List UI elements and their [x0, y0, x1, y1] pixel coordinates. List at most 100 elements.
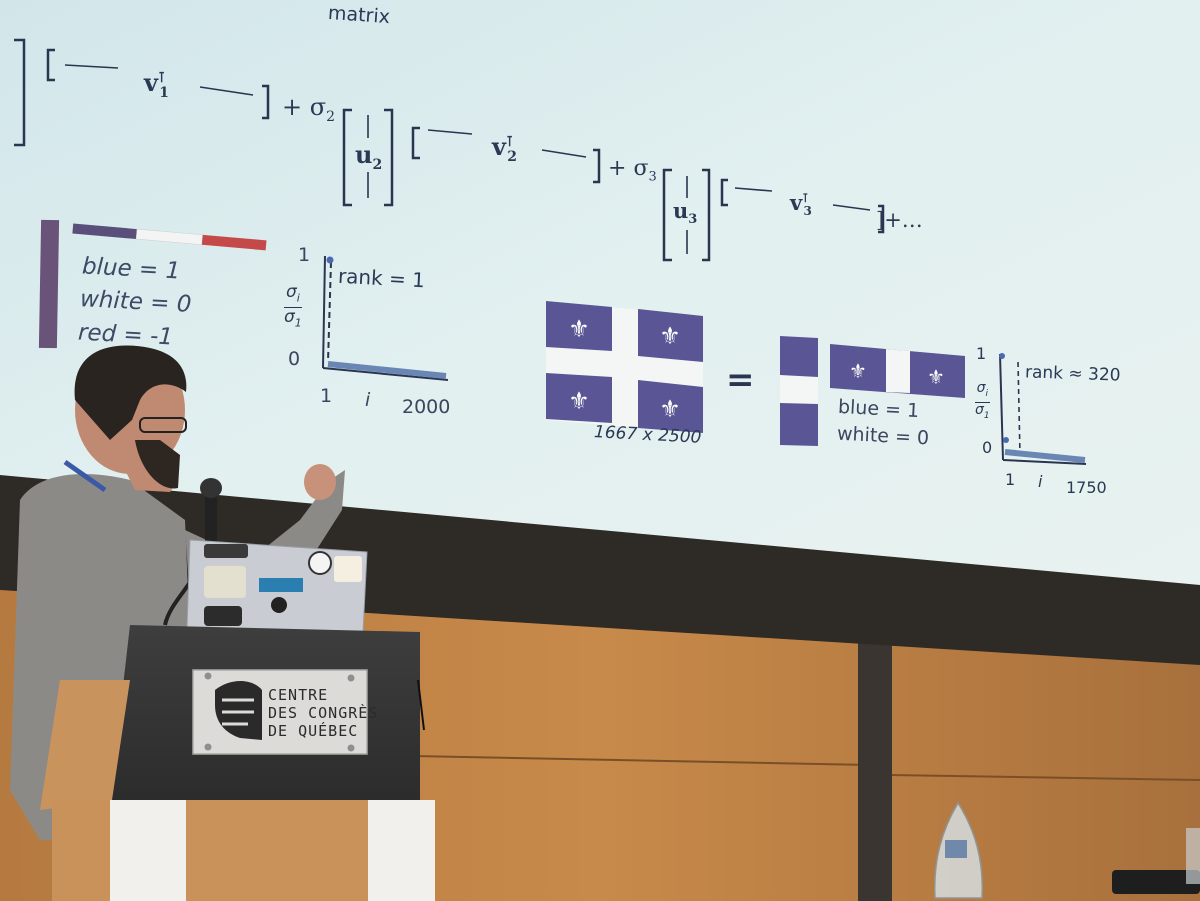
- laptop: [186, 539, 368, 633]
- laptop-sticker: [334, 556, 362, 582]
- left-label-blue: blue = 1: [81, 253, 181, 285]
- apple-logo-icon: [271, 597, 287, 613]
- vector-v2: v⊺2: [492, 132, 517, 165]
- vector-v3: v⊺3: [790, 190, 812, 218]
- left-label-red: red = -1: [77, 319, 174, 351]
- slide-partial-heading: matrix: [327, 1, 391, 29]
- v3-transpose: ⊺: [802, 191, 809, 205]
- plaque-line-1: CENTRE: [268, 686, 329, 704]
- venue-logo-icon: [215, 681, 262, 740]
- equation-ellipsis: ]+…: [876, 208, 923, 232]
- left-ylabel-numerator: σi: [284, 282, 302, 309]
- right-plot-rank-label: rank ≈ 320: [1024, 362, 1121, 386]
- plaque-line-3: DE QUÉBEC: [268, 722, 359, 740]
- screen-frame-bottom: [0, 470, 1200, 665]
- right-plot-point: [1003, 437, 1009, 443]
- lanyard: [63, 459, 107, 493]
- venue-plaque-text: CENTRE DES CONGRÈS DE QUÉBEC: [268, 686, 378, 740]
- flag-row: [830, 344, 965, 398]
- right-plot-point: [999, 353, 1005, 359]
- quebec-flag: [546, 301, 703, 433]
- dark-object: [1112, 870, 1200, 894]
- left-plot-rank-label: rank = 1: [337, 263, 426, 293]
- right-ylabel-num-symbol: σ: [976, 380, 986, 396]
- equation-brackets: [14, 38, 885, 262]
- fleur-de-lis-icon: ⚜: [659, 322, 681, 350]
- sigma3-symbol: σ: [633, 156, 649, 181]
- v1-index: 1: [159, 84, 169, 101]
- laptop-sticker: [204, 544, 248, 558]
- sigma2-symbol: σ: [309, 93, 327, 121]
- row-fleur-icons: ⚜ ⚜: [849, 359, 945, 389]
- color-column: [38, 219, 60, 349]
- right-ylabel-num-index: i: [985, 388, 988, 399]
- right-plot-ytop: 1: [976, 344, 987, 363]
- right-ylabel-denominator: σ1: [975, 401, 990, 424]
- plus-sigma2: + σ2: [282, 93, 336, 125]
- glasses-icon: [139, 417, 187, 433]
- laptop-sticker: [259, 578, 303, 592]
- equals-sign: =: [726, 360, 755, 400]
- left-ylabel-num-index: i: [296, 291, 300, 305]
- sigma2-index: 2: [326, 108, 336, 125]
- u3-symbol: u: [673, 198, 689, 223]
- speaker-hair: [74, 345, 187, 440]
- v3-index: 3: [803, 204, 812, 219]
- u2-index: 2: [372, 156, 383, 173]
- left-ylabel-den-symbol: σ: [284, 307, 295, 328]
- vector-u3: u3: [673, 198, 697, 227]
- v2-symbol: v: [492, 132, 506, 161]
- projection-screen: [0, 0, 1200, 585]
- fleur-de-lis-icon: ⚜: [568, 387, 590, 415]
- v2-transpose: ⊺: [505, 134, 514, 150]
- u2-symbol: u: [355, 140, 373, 169]
- right-plot-line: [1004, 449, 1086, 463]
- right-plot-xstart: 1: [1005, 470, 1016, 489]
- fleur-de-lis-icon: ⚜: [568, 315, 590, 343]
- podium-panel: [110, 800, 186, 901]
- right-ylabel-numerator: σi: [975, 381, 990, 403]
- right-plot-xmid: i: [1038, 472, 1043, 491]
- wall-seam: [359, 754, 871, 766]
- speaker-hand: [304, 464, 336, 500]
- fleur-de-lis-icon: ⚜: [849, 359, 867, 383]
- left-plot-axes: [322, 255, 449, 381]
- plus-sigma3: + σ3: [608, 156, 657, 185]
- right-ylabel-den-index: 1: [983, 410, 990, 421]
- left-ylabel-num-symbol: σ: [285, 282, 297, 302]
- laptop-sticker: [204, 606, 242, 626]
- right-plot-axes: [999, 353, 1087, 465]
- left-ylabel-den-index: 1: [294, 316, 302, 330]
- fleur-de-lis-icons: ⚜ ⚜ ⚜ ⚜: [568, 315, 681, 423]
- right-label-blue: blue = 1: [837, 395, 920, 423]
- podium-panel: [368, 800, 435, 901]
- speaker-beard: [135, 440, 180, 489]
- laptop-sticker: [204, 566, 246, 598]
- vector-u2: u2: [355, 140, 382, 173]
- glass-object: [1186, 828, 1200, 884]
- wall-pillar: [858, 610, 892, 901]
- trophy-label: [945, 840, 967, 858]
- u3-index: 3: [688, 212, 698, 228]
- wall-seam: [889, 774, 1200, 781]
- left-plot-xstart: 1: [320, 385, 333, 407]
- left-plot-xend: 2000: [402, 396, 451, 418]
- fleur-de-lis-icon: ⚜: [927, 365, 945, 389]
- left-plot-line: [327, 361, 447, 379]
- left-plot-ybottom: 0: [288, 348, 301, 370]
- v1-transpose: ⊺: [157, 70, 166, 86]
- left-ylabel-denominator: σ1: [284, 308, 302, 332]
- color-row: [72, 223, 267, 251]
- v2-index: 2: [507, 148, 517, 165]
- left-plot-xmid: i: [365, 389, 371, 411]
- vector-bars: [64, 64, 871, 254]
- v3-symbol: v: [790, 190, 803, 215]
- right-plot-ybottom: 0: [982, 438, 993, 457]
- plaque-line-2: DES CONGRÈS: [268, 704, 379, 722]
- podium-side: [40, 680, 130, 810]
- left-plot-ytop: 1: [298, 244, 311, 266]
- fleur-de-lis-icon: ⚜: [659, 395, 681, 423]
- plaque-screws: [204, 672, 355, 752]
- right-ylabel-den-symbol: σ: [975, 401, 984, 418]
